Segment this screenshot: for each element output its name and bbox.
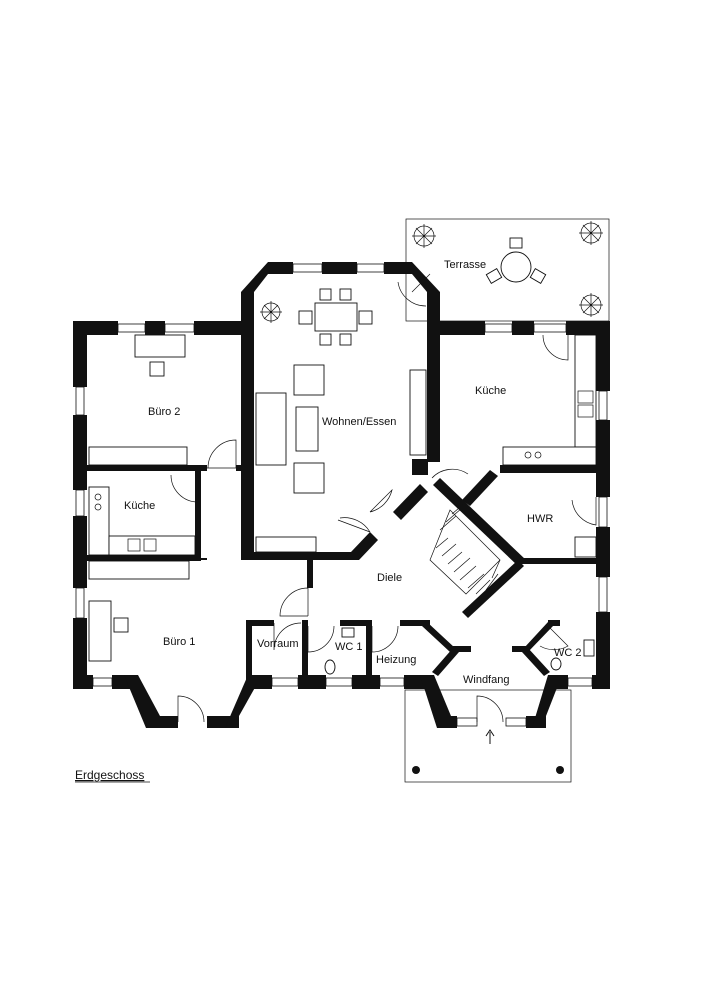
plant-icon xyxy=(579,293,603,317)
room-label-kueche-right: Küche xyxy=(475,385,506,397)
plant-icon xyxy=(579,221,603,245)
room-label-hwr: HWR xyxy=(527,513,553,525)
entrance-arrow-icon xyxy=(485,729,495,744)
plan-title: Erdgeschoss xyxy=(75,768,144,782)
walls xyxy=(73,262,610,728)
room-label-wc2: WC 2 xyxy=(554,647,582,659)
entrance-post xyxy=(556,766,564,774)
furniture xyxy=(88,288,597,675)
terrace-table xyxy=(485,237,547,284)
room-label-diele: Diele xyxy=(377,572,402,584)
plant-icon xyxy=(412,224,436,248)
room-label-heizung: Heizung xyxy=(376,654,416,666)
staircase xyxy=(429,501,501,595)
room-label-terrasse: Terrasse xyxy=(444,259,486,271)
plant-icon xyxy=(260,301,282,323)
entrance-platform xyxy=(404,689,572,783)
windows xyxy=(75,263,608,727)
room-label-buero2: Büro 2 xyxy=(148,406,180,418)
room-label-kueche-left: Küche xyxy=(124,500,155,512)
room-label-windfang: Windfang xyxy=(463,674,509,686)
room-label-wohnen-essen: Wohnen/Essen xyxy=(322,416,396,428)
entrance-post xyxy=(412,766,420,774)
room-label-vorraum: Vorraum xyxy=(257,638,299,650)
doors xyxy=(170,273,597,723)
room-label-buero1: Büro 1 xyxy=(163,636,195,648)
room-label-wc1: WC 1 xyxy=(335,641,363,653)
